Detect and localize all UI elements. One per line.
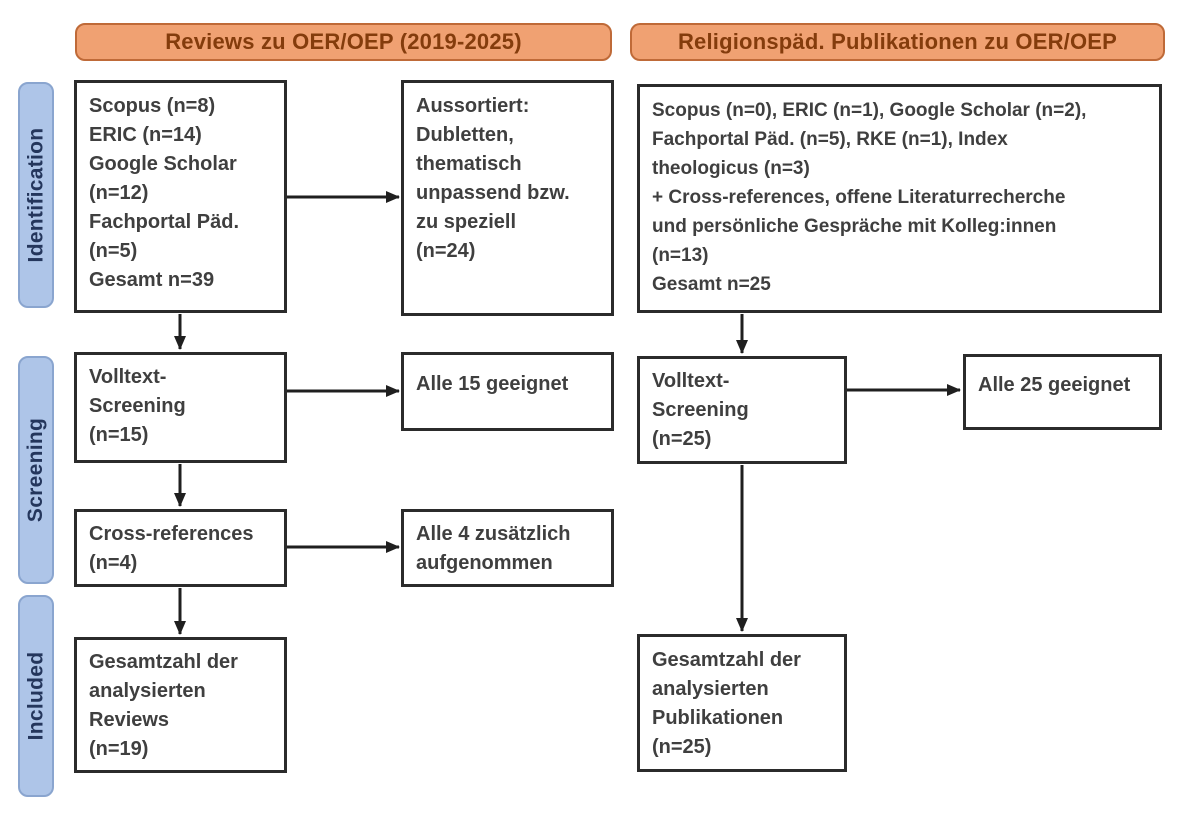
box-right-total-included: Gesamtzahl der analysierten Publikatione…	[637, 634, 847, 772]
stage-label-screening: Screening	[18, 356, 54, 584]
stage-label-identification: Identification	[18, 82, 54, 308]
box-left-excluded: Aussortiert: Dubletten, thematisch unpas…	[401, 80, 614, 316]
box-right-fulltext-result: Alle 25 geeignet	[963, 354, 1162, 430]
box-right-sources: Scopus (n=0), ERIC (n=1), Google Scholar…	[637, 84, 1162, 313]
box-left-total-included: Gesamtzahl der analysierten Reviews (n=1…	[74, 637, 287, 773]
box-left-fulltext-screening: Volltext- Screening (n=15)	[74, 352, 287, 463]
box-right-fulltext-screening: Volltext- Screening (n=25)	[637, 356, 847, 464]
stage-label-identification-text: Identification	[24, 127, 47, 263]
stage-label-screening-text: Screening	[24, 417, 48, 523]
box-left-cross-references: Cross-references (n=4)	[74, 509, 287, 587]
column-header-reviews: Reviews zu OER/OEP (2019-2025)	[75, 23, 612, 61]
box-left-sources: Scopus (n=8) ERIC (n=14) Google Scholar …	[74, 80, 287, 313]
stage-label-included-text: Included	[24, 651, 47, 741]
box-left-fulltext-result: Alle 15 geeignet	[401, 352, 614, 431]
column-header-religionspaed: Religionspäd. Publikationen zu OER/OEP	[630, 23, 1165, 61]
stage-label-included: Included	[18, 595, 54, 797]
box-left-cross-references-result: Alle 4 zusätzlich aufgenommen	[401, 509, 614, 587]
